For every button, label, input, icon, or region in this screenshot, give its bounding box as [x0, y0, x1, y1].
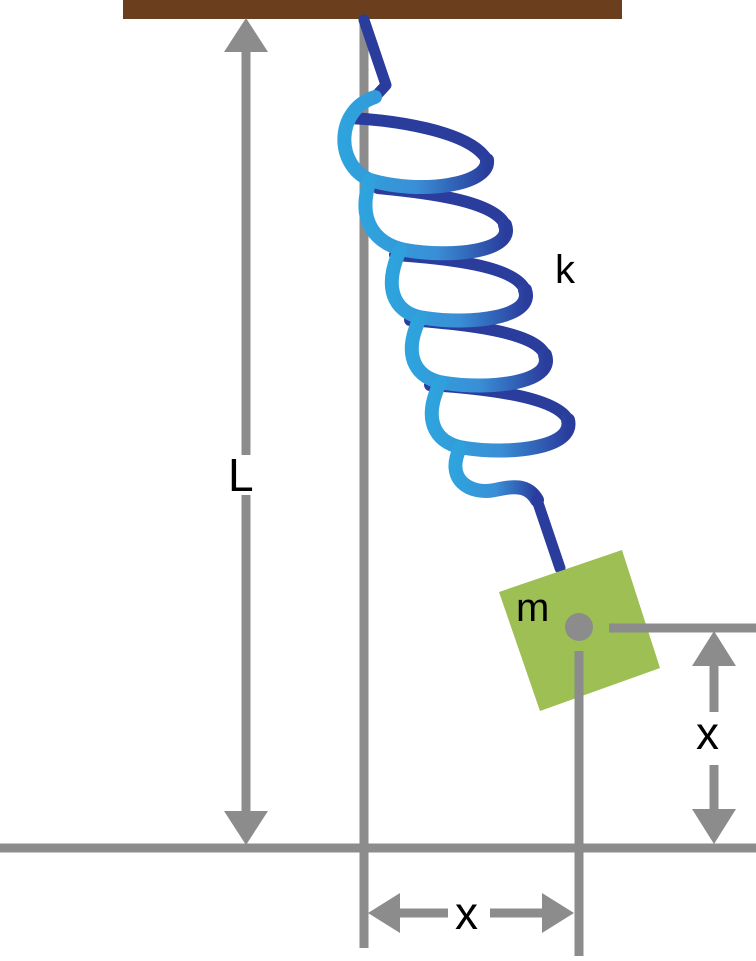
mass-center-dot: [565, 613, 593, 641]
spring-constant-label: k: [555, 248, 575, 292]
length-label: L: [228, 449, 254, 501]
vertical-x-dimension-arrow: [692, 631, 736, 844]
length-dimension-arrow: [224, 18, 268, 845]
horizontal-displacement-label: x: [455, 887, 478, 939]
horizontal-x-dimension-arrow: [368, 893, 574, 933]
ceiling-bar: [123, 0, 622, 19]
mass-label: m: [516, 586, 550, 630]
helical-spring-icon: [337, 90, 576, 507]
spring-bottom-lead: [531, 494, 566, 574]
vertical-displacement-label: x: [696, 707, 719, 759]
